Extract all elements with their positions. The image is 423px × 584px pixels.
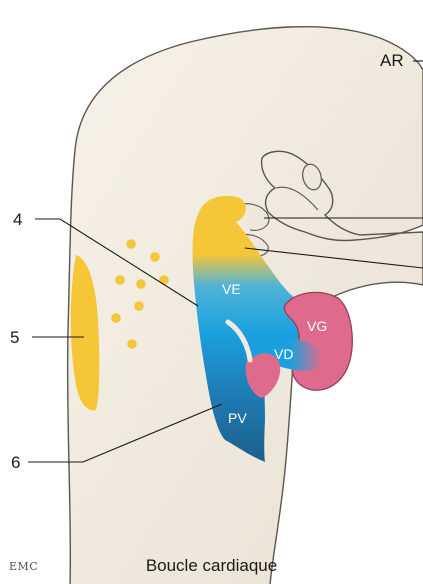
figure-caption: Boucle cardiaque bbox=[0, 556, 423, 576]
region-label-vd: VD bbox=[274, 346, 293, 362]
region-label-ve: VE bbox=[222, 281, 241, 297]
region-label-vg: VG bbox=[307, 318, 327, 334]
callout-label-5: 5 bbox=[10, 328, 19, 347]
region-label-pv: PV bbox=[228, 410, 247, 426]
callout-label-6: 6 bbox=[11, 453, 20, 472]
callout-label-ar: AR bbox=[380, 51, 404, 70]
callout-label-4: 4 bbox=[13, 210, 22, 229]
